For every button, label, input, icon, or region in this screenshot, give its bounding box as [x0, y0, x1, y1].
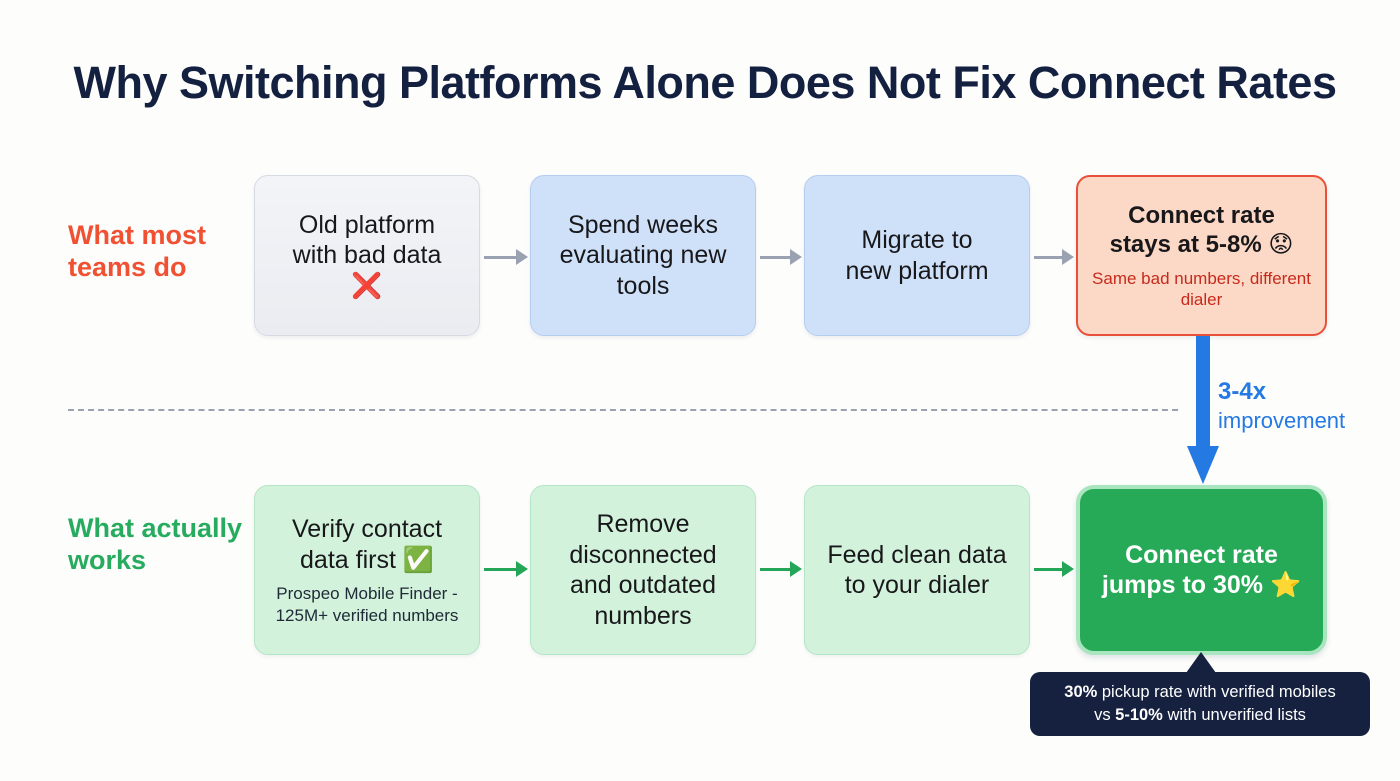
callout-line-2-rest: with unverified lists — [1162, 706, 1306, 724]
improvement-label: 3-4x improvement — [1218, 378, 1388, 434]
step-line-1: Feed clean data — [827, 540, 1007, 569]
callout-line-1: 30% pickup rate with verified mobiles — [1064, 681, 1335, 704]
cross-mark-icon: ❌ — [351, 270, 383, 300]
arrow-head-icon — [516, 561, 528, 577]
callout-stat-secondary: 5-10% — [1115, 706, 1163, 724]
arrow-head-icon — [1062, 561, 1074, 577]
step-line-2: evaluating new — [559, 241, 727, 270]
step-line-2: new platform — [845, 256, 989, 285]
star-icon: ⭐ — [1269, 570, 1302, 599]
improvement-word: improvement — [1218, 407, 1346, 433]
step-line-2-text: data first — [300, 545, 396, 574]
connector-arrow-green-2 — [760, 560, 802, 580]
step-box-migrate[interactable]: Migrate to new platform — [804, 175, 1030, 336]
step-line-2: stays at 5-8% 😟 — [1110, 230, 1294, 259]
step-line-1: Connect rate — [1125, 540, 1278, 569]
check-mark-button-icon: ✅ — [402, 544, 434, 574]
step-box-connect-rate-stays[interactable]: Connect rate stays at 5-8% 😟 Same bad nu… — [1076, 175, 1327, 336]
step-line-1: Connect rate — [1128, 201, 1275, 229]
step-box-connect-rate-jumps[interactable]: Connect rate jumps to 30% ⭐ — [1076, 485, 1327, 655]
callout-stat-primary: 30% — [1064, 682, 1098, 701]
page-title: Why Switching Platforms Alone Does Not F… — [73, 57, 1337, 108]
step-line-2-text: jumps to 30% — [1101, 571, 1264, 599]
connector-arrow-grey-2 — [760, 248, 802, 268]
callout-line-2: vs 5-10% with unverified lists — [1094, 704, 1306, 727]
step-line-1: Old platform — [298, 210, 436, 239]
section-divider — [68, 409, 1178, 411]
step-subtext: Same bad numbers, different dialer — [1092, 268, 1311, 309]
step-line-1: Spend weeks — [567, 210, 719, 239]
row-label-what-actually-works: What actually works — [68, 513, 243, 575]
frowning-face-icon: 😟 — [1268, 230, 1294, 259]
connector-arrow-grey-3 — [1034, 248, 1074, 268]
arrow-shaft — [760, 256, 791, 259]
arrow-head-icon — [790, 249, 802, 265]
callout-pointer-icon — [1186, 652, 1216, 673]
arrow-shaft — [760, 568, 791, 571]
arrow-shaft — [1034, 568, 1063, 571]
step-box-verify-contact-data[interactable]: Verify contact data first ✅ Prospeo Mobi… — [254, 485, 480, 655]
step-line-4: numbers — [594, 601, 692, 630]
callout-line-1-rest: pickup rate with verified mobiles — [1097, 682, 1336, 701]
step-box-old-platform[interactable]: Old platform with bad data ❌ — [254, 175, 480, 336]
step-box-feed-clean-data[interactable]: Feed clean data to your dialer — [804, 485, 1030, 655]
step-line-1: Migrate to — [861, 226, 973, 254]
arrow-shaft — [484, 568, 517, 571]
arrow-head-icon — [1187, 446, 1219, 484]
step-line-2: to your dialer — [844, 571, 990, 599]
arrow-shaft — [1196, 336, 1210, 448]
step-line-1: Verify contact — [291, 515, 443, 544]
step-box-spend-weeks[interactable]: Spend weeks evaluating new tools — [530, 175, 756, 336]
improvement-arrow-down-icon — [1187, 336, 1219, 484]
connector-arrow-grey-1 — [484, 248, 528, 268]
step-subtext: Prospeo Mobile Finder - 125M+ verified n… — [275, 584, 459, 625]
stat-callout: 30% pickup rate with verified mobiles vs… — [1030, 672, 1370, 736]
step-line-1: Remove — [596, 510, 690, 538]
connector-arrow-green-3 — [1034, 560, 1074, 580]
step-line-2: data first ✅ — [300, 545, 434, 576]
callout-line-2-pre: vs — [1094, 706, 1116, 724]
connector-arrow-green-1 — [484, 560, 528, 580]
step-line-2-text: stays at 5-8% — [1109, 231, 1262, 259]
arrow-shaft — [484, 256, 517, 259]
arrow-head-icon — [516, 249, 528, 265]
improvement-multiplier: 3-4x — [1218, 378, 1267, 405]
arrow-head-icon — [1062, 249, 1074, 265]
arrow-head-icon — [790, 561, 802, 577]
step-line-2: disconnected — [569, 540, 717, 569]
step-line-3: tools — [616, 271, 670, 300]
step-line-3: and outdated — [570, 571, 716, 599]
step-box-remove-disconnected[interactable]: Remove disconnected and outdated numbers — [530, 485, 756, 655]
arrow-shaft — [1034, 256, 1063, 259]
step-line-2: jumps to 30% ⭐ — [1102, 570, 1301, 601]
step-line-2: with bad data — [292, 241, 442, 270]
row-label-what-most-teams-do: What most teams do — [68, 220, 206, 282]
